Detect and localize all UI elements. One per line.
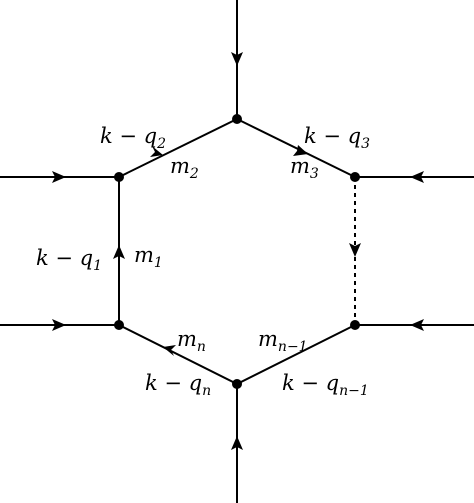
vertex-upper-right	[350, 172, 360, 182]
propagator-3	[236, 118, 356, 178]
momentum-label-n: k − qn	[145, 371, 211, 399]
arrow-top-left-leg	[52, 171, 66, 183]
vertex-top	[232, 114, 242, 124]
arrow-bottom-right-leg	[410, 319, 424, 331]
mass-label-n: mn	[177, 327, 206, 355]
vertex-lower-left	[114, 320, 124, 330]
vertex-lower-right	[350, 320, 360, 330]
mass-label-3: m3	[290, 154, 319, 182]
momentum-label-n-1: k − qn−1	[282, 371, 369, 399]
momentum-label-3: k − q3	[304, 124, 370, 152]
arrow-propagator-dashed	[349, 243, 361, 257]
vertex-upper-left	[114, 172, 124, 182]
propagator-n	[118, 324, 238, 385]
momentum-label-1: k − q1	[36, 246, 102, 274]
arrow-top-leg	[231, 52, 243, 66]
mass-label-n-1: mn−1	[258, 327, 308, 355]
arrow-top-right-leg	[410, 171, 424, 183]
arrow-propagator-1	[113, 245, 125, 259]
vertex-bottom	[232, 379, 242, 389]
mass-label-1: m1	[134, 243, 163, 271]
mass-label-2: m2	[170, 154, 199, 182]
arrow-bottom-leg	[231, 436, 243, 450]
propagator-n-1	[236, 324, 356, 385]
arrow-propagator-n	[163, 345, 176, 356]
arrow-propagator-2	[150, 146, 163, 157]
momentum-label-2: k − q2	[100, 124, 166, 152]
arrow-bottom-left-leg	[52, 319, 66, 331]
arrow-propagator-3	[293, 145, 308, 156]
propagator-2	[118, 118, 238, 178]
